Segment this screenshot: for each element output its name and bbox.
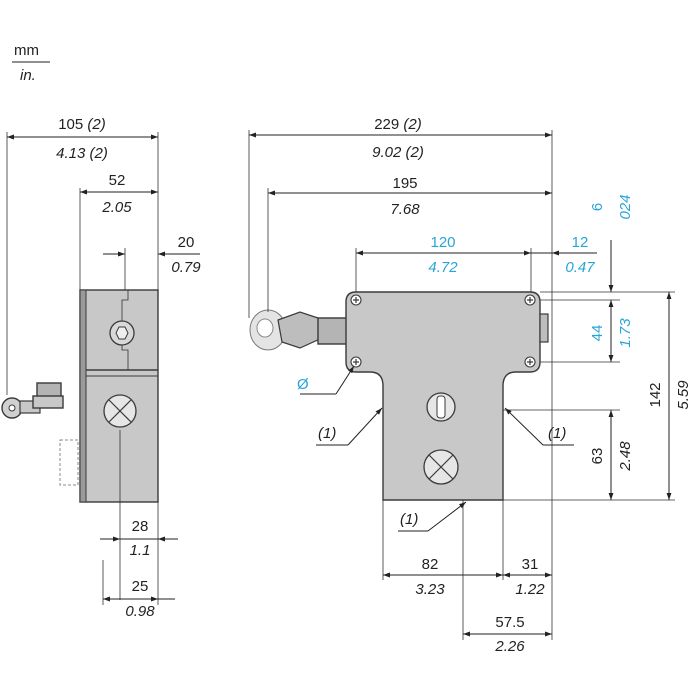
dim-229-in: 9.02 (2) [372, 144, 424, 161]
mounting-screw-icon [524, 356, 536, 368]
dim-20-in: 0.79 [171, 259, 201, 276]
dim-25-mm: 25 [132, 578, 149, 595]
dim-57-5-mm: 57.5 [495, 614, 524, 631]
dim-57-5-in: 2.26 [494, 638, 525, 655]
dim-63-in: 2.48 [617, 441, 634, 472]
dim-44-in: 1.73 [617, 318, 634, 348]
side-roller [1, 382, 64, 419]
dim-52-in: 2.05 [101, 199, 132, 216]
dim-28-mm: 28 [132, 518, 149, 535]
diameter-symbol: Ø [297, 376, 309, 393]
reset-button-icon [426, 392, 456, 422]
dim-142-mm: 142 [647, 382, 664, 407]
dim-105-mm: 105 (2) [58, 116, 106, 133]
dim-31-mm: 31 [522, 556, 539, 573]
dim-12-mm: 12 [572, 234, 589, 251]
dim-6-mm: 6 [589, 203, 606, 211]
dim-82-in: 3.23 [415, 581, 445, 598]
dim-6-in: 024 [617, 194, 634, 219]
dim-105-in: 4.13 (2) [56, 145, 108, 162]
unit-in: in. [20, 67, 36, 84]
dim-195-mm: 195 [392, 175, 417, 192]
front-roller [249, 309, 349, 351]
mounting-screw-icon [350, 294, 362, 306]
dim-20-mm: 20 [178, 234, 195, 251]
dim-12-in: 0.47 [565, 259, 595, 276]
dim-229-mm: 229 (2) [374, 116, 422, 133]
mounting-screw-icon [350, 356, 362, 368]
front-indicator-icon [423, 449, 459, 485]
dim-142-in: 5.59 [675, 380, 692, 410]
mounting-screw-icon [524, 294, 536, 306]
dim-44-mm: 44 [589, 325, 606, 342]
dim-63-mm: 63 [589, 448, 606, 465]
side-view: 105 (2) 4.13 (2) 52 2.05 20 0.79 28 1.1 … [1, 116, 201, 620]
dim-195-in: 7.68 [390, 201, 420, 218]
units-legend: mm in. [12, 42, 50, 84]
dim-52-mm: 52 [109, 172, 126, 189]
note-label-right: (1) [548, 425, 566, 442]
dim-31-in: 1.22 [515, 581, 545, 598]
dim-120-mm: 120 [430, 234, 455, 251]
dim-82-mm: 82 [422, 556, 439, 573]
unit-mm: mm [14, 42, 39, 59]
dim-25-in: 0.98 [125, 603, 155, 620]
note-label-left: (1) [318, 425, 336, 442]
dim-120-in: 4.72 [428, 259, 458, 276]
dim-28-in: 1.1 [130, 542, 151, 559]
side-indicator-icon [103, 394, 137, 428]
front-view: 229 (2) 9.02 (2) 195 7.68 120 4.72 12 0.… [248, 116, 692, 655]
note-label-bottom: (1) [400, 511, 418, 528]
